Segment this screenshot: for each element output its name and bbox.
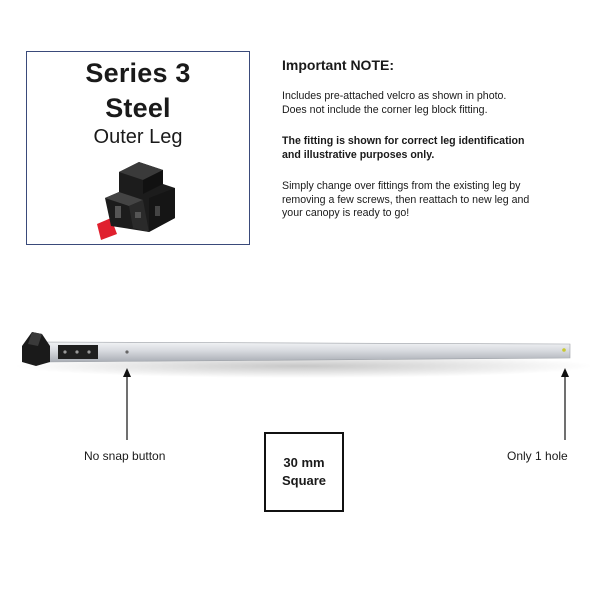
left-arrow-icon bbox=[123, 368, 131, 440]
note-line: Includes pre-attached velcro as shown in… bbox=[282, 90, 507, 102]
product-box: Series 3 Steel Outer Leg bbox=[26, 51, 250, 245]
left-callout-label: No snap button bbox=[84, 449, 166, 463]
note-line: Does not include the corner leg block fi… bbox=[282, 103, 488, 116]
note-paragraph-2: The fitting is shown for correct leg ide… bbox=[282, 135, 582, 162]
product-subtitle: Outer Leg bbox=[93, 126, 183, 148]
note-paragraph-1: Includes pre-attached velcro as shown in… bbox=[282, 90, 582, 117]
note-heading: Important NOTE: bbox=[282, 57, 394, 73]
product-title-line1: Series 3 bbox=[85, 58, 191, 88]
size-box: 30 mm Square bbox=[264, 432, 344, 512]
product-title-line2: Steel bbox=[105, 93, 171, 123]
right-arrow-icon bbox=[561, 368, 569, 440]
outer-leg-image bbox=[14, 332, 590, 378]
note-line: your canopy is ready to go! bbox=[282, 207, 410, 220]
size-value: 30 mm bbox=[283, 455, 325, 470]
product-title: Series 3 Steel bbox=[27, 56, 249, 126]
note-paragraph-3: Simply change over fittings from the exi… bbox=[282, 180, 582, 221]
note-line: and illustrative purposes only. bbox=[282, 148, 435, 161]
right-callout-label: Only 1 hole bbox=[507, 449, 568, 463]
note-line: Simply change over fittings from the exi… bbox=[282, 180, 521, 192]
size-shape: Square bbox=[281, 473, 327, 488]
note-line: removing a few screws, then reattach to … bbox=[282, 193, 530, 206]
note-line: The fitting is shown for correct leg ide… bbox=[282, 135, 525, 147]
corner-fitting-image bbox=[97, 162, 175, 240]
